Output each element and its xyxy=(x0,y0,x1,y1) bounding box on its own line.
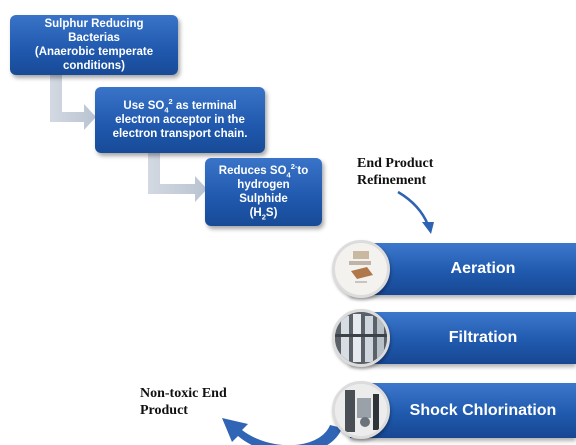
result-label-line2: Product xyxy=(140,403,188,418)
filtration-image xyxy=(332,309,390,367)
chlorination-image xyxy=(332,381,390,439)
step-shock-chlorination: Shock Chlorination xyxy=(350,383,576,438)
refinement-title-line1: End Product xyxy=(357,156,434,171)
curved-arrow-refinement-head xyxy=(422,222,434,234)
filtration-columns-icon xyxy=(335,312,387,364)
box3-line3: (H2S) xyxy=(249,207,278,222)
aeration-image xyxy=(332,240,390,298)
step-filtration-label: Filtration xyxy=(448,329,518,346)
aeration-device-icon xyxy=(349,251,373,283)
step-filtration: Filtration xyxy=(350,312,576,364)
box3-line2: hydrogen Sulphide xyxy=(237,179,290,205)
curved-arrow-refinement xyxy=(397,190,430,226)
curved-arrow-result xyxy=(222,418,342,445)
elbow-arrow-2 xyxy=(148,153,207,202)
box2-line3: electron transport chain. xyxy=(112,128,248,140)
flow-box-hydrogen-sulphide: Reduces SO42-to hydrogen Sulphide (H2S) xyxy=(205,158,322,226)
box3-line1: Reduces SO42-to xyxy=(218,162,309,180)
box1-line1: Sulphur Reducing Bacterias xyxy=(44,18,144,44)
chlorination-equipment-icon xyxy=(335,384,387,436)
refinement-title-line2: Refinement xyxy=(357,173,427,188)
flow-box-electron-acceptor: Use SO42 as terminal electron acceptor i… xyxy=(95,87,265,153)
result-label-line1: Non-toxic End xyxy=(140,386,227,401)
box1-line2: (Anaerobic temperate xyxy=(34,46,154,58)
box2-line2: electron acceptor in the xyxy=(115,114,245,126)
result-label: Non-toxic End Product xyxy=(140,385,227,419)
box2-line1: Use SO42 as terminal xyxy=(123,97,237,115)
box1-line3: conditions) xyxy=(63,60,125,72)
elbow-arrow-1 xyxy=(50,75,96,130)
step-chlorination-label: Shock Chlorination xyxy=(409,401,557,419)
flow-box-bacteria: Sulphur Reducing Bacterias (Anaerobic te… xyxy=(10,15,178,75)
refinement-title: End Product Refinement xyxy=(357,155,433,189)
step-aeration-label: Aeration xyxy=(450,260,516,277)
